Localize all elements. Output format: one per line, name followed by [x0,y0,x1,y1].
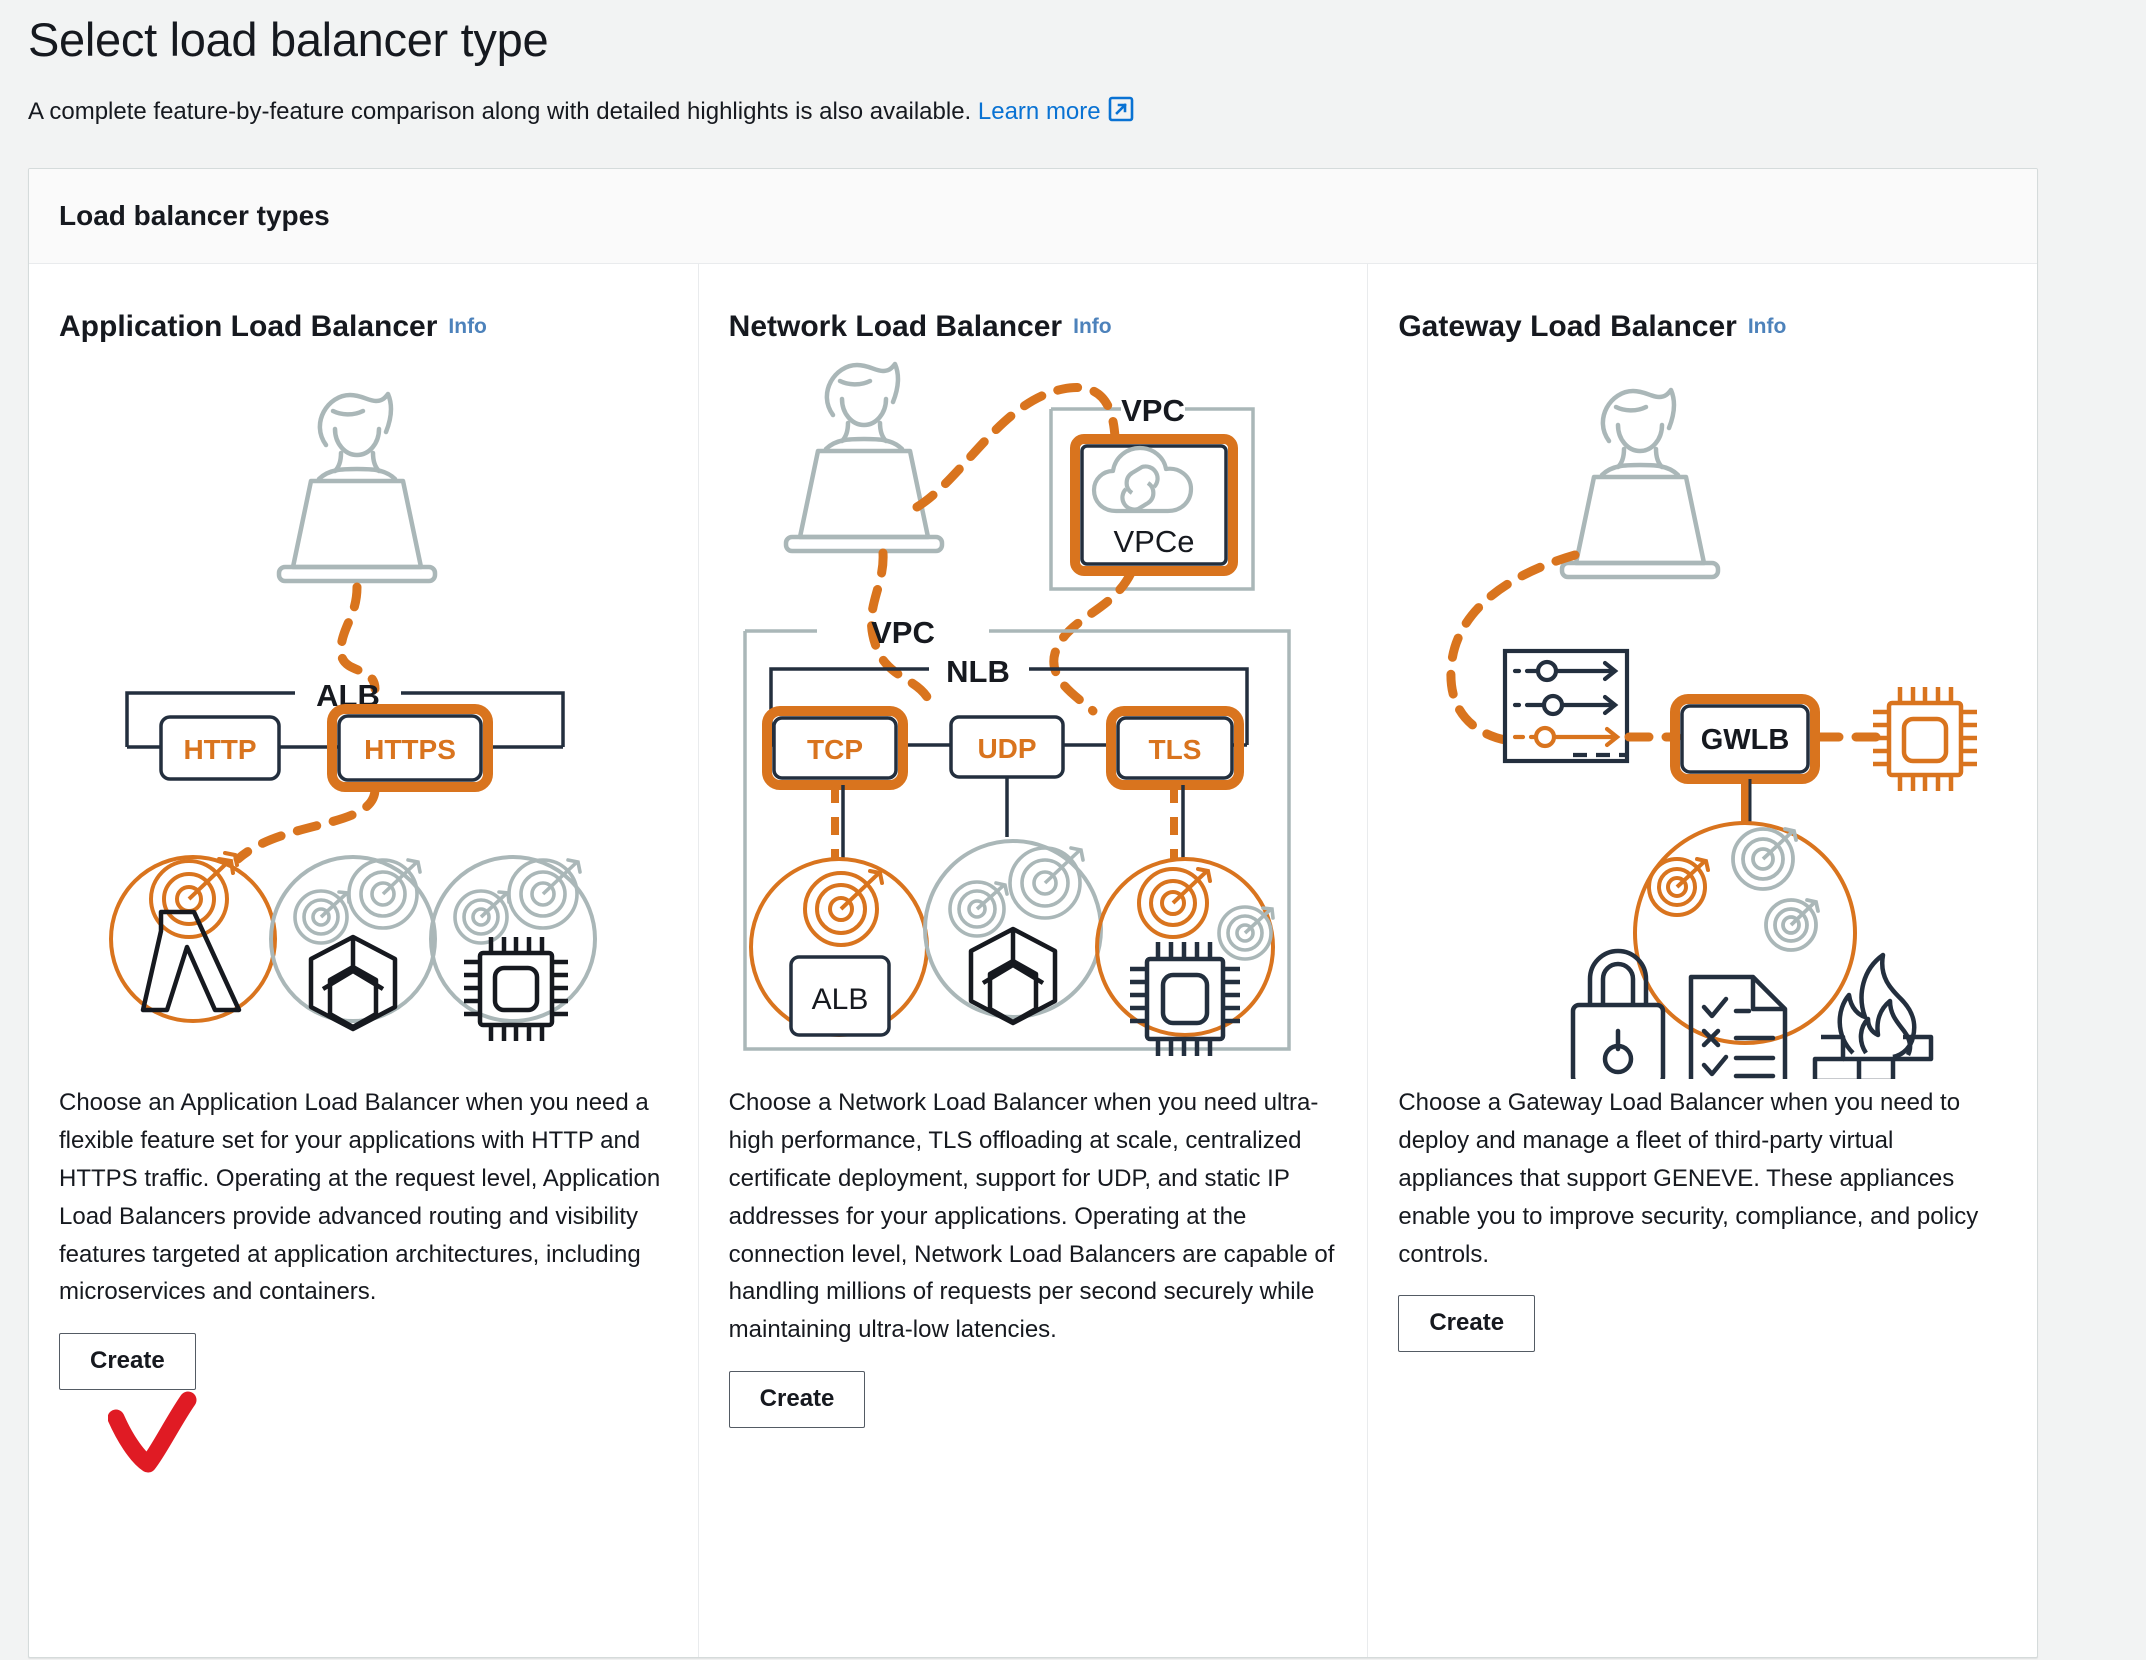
ec2-chip-icon [464,936,569,1041]
alb-create-button[interactable]: Create [59,1333,196,1390]
lambda-icon [141,909,242,1013]
target-arrow-icon [1646,856,1710,917]
alb-flow-https-to-target [233,784,380,864]
nlb-protocol-tcp-label: TCP [807,734,863,765]
nlb-target-alb-label: ALB [812,983,869,1016]
page-subtitle-text: A complete feature-by-feature comparison… [28,97,972,125]
column-gateway-load-balancer: Gateway Load Balancer Info [1367,263,2037,1657]
user-laptop-icon [783,361,945,554]
gwlb-appliance-group [1632,820,1857,1045]
alb-heading-label: Application Load Balancer [59,309,438,343]
ec2-chip-icon [1130,941,1240,1056]
gwlb-info-link[interactable]: Info [1747,314,1787,338]
alb-flow-client-to-https [336,582,380,694]
user-laptop-icon [1559,387,1720,580]
container-icon [309,934,398,1032]
target-arrow-icon [347,858,423,930]
nlb-target-group-containers [923,838,1103,1026]
column-network-load-balancer: Network Load Balancer Info [697,263,1368,1657]
nlb-vpce-box: VPCe [1070,433,1238,576]
target-arrow-icon [293,889,352,945]
alb-diagram: ALB HTTP [59,354,668,1084]
gwlb-description: Choose a Gateway Load Balancer when you … [1398,1088,1979,1268]
route-table-icon [1502,648,1629,763]
gwlb-box-label: GWLB [1700,724,1789,756]
user-laptop-icon [277,391,438,584]
nlb-description: Choose a Network Load Balancer when you … [728,1088,1335,1344]
page-subtitle: A complete feature-by-feature comparison… [28,66,2118,130]
nlb-vpc-label: VPC [871,615,935,650]
nlb-vpce-label: VPCe [1114,524,1195,559]
nlb-protocol-tls-label: TLS [1149,734,1202,765]
nlb-heading: Network Load Balancer Info [729,310,1338,344]
alb-diagram-svg: ALB HTTP [109,391,598,1041]
column-application-load-balancer: Application Load Balancer Info [29,264,698,1657]
target-arrow-icon [803,868,884,947]
target-arrow-icon [1137,866,1212,939]
nlb-protocol-tcp: TCP [762,705,908,790]
alb-info-link[interactable]: Info [448,314,487,338]
gwlb-diagram: GWLB [1398,354,2007,1084]
load-balancer-types-card: Load balancer types Application Load Bal… [28,167,2038,1658]
alb-heading: Application Load Balancer Info [59,310,668,344]
nlb-flow-client-to-tcp [866,548,938,716]
nlb-protocol-udp: UDP [949,715,1065,779]
lock-icon [1570,948,1665,1079]
alb-description: Choose an Application Load Balancer when… [59,1088,661,1306]
alb-protocol-https-label: HTTPS [364,734,456,765]
firewall-icon [1812,952,1933,1079]
learn-more-label: Learn more [977,97,1101,125]
learn-more-link[interactable]: Learn more [978,98,1101,125]
alb-target-group-lambda [109,850,278,1023]
container-icon [968,926,1058,1026]
nlb-target-group-ec2 [1095,856,1275,1056]
gwlb-diagram-svg: GWLB [1446,387,1977,1079]
policy-checklist-icon [1688,974,1787,1079]
target-arrow-icon [1217,905,1275,961]
target-arrow-icon [1008,846,1085,920]
alb-protocol-http-label: HTTP [184,734,257,765]
nlb-diagram: VPC VPCe [729,354,1338,1084]
nlb-protocol-udp-label: UDP [977,733,1036,764]
alb-protocol-https: HTTPS [327,703,494,792]
nlb-group-label: NLB [946,654,1010,689]
nlb-create-button[interactable]: Create [728,1371,866,1428]
page-title: Select load balancer type [28,13,549,66]
target-arrow-icon [948,880,1009,938]
nlb-heading-label: Network Load Balancer [728,309,1063,343]
target-arrow-icon [149,850,240,939]
alb-box-icon [789,955,891,1037]
gwlb-flow-client-to-routes [1446,550,1580,746]
alb-target-group-containers [269,854,438,1032]
alb-protocol-http: HTTP [159,715,282,781]
target-arrow-icon [507,858,583,930]
nlb-flow-vpce-to-tls [1049,568,1136,716]
vpc-endpoint-cloud-icon [1091,445,1194,513]
alb-target-group-ec2 [429,854,598,1041]
nlb-diagram-svg: VPC VPCe [743,361,1291,1056]
alb-group-bracket [125,691,566,747]
external-link-icon [1108,96,1134,130]
target-arrow-icon [1763,897,1820,952]
load-balancer-columns: Application Load Balancer Info [29,263,2037,1657]
gwlb-heading-label: Gateway Load Balancer [1398,309,1737,343]
target-arrow-icon [453,889,512,945]
nlb-vpce-outer-label: VPC [1121,393,1185,428]
ec2-chip-icon [1872,686,1977,791]
nlb-vpc-box [743,629,1291,1051]
gwlb-box: GWLB [1669,693,1820,784]
nlb-info-link[interactable]: Info [1073,314,1112,338]
nlb-flow-client-to-vpce [912,382,1120,512]
card-title: Load balancer types [59,199,330,231]
card-header: Load balancer types [29,168,2037,264]
nlb-protocol-tls: TLS [1106,705,1244,790]
nlb-target-group-alb: ALB [749,856,929,1037]
gwlb-heading: Gateway Load Balancer Info [1398,310,2007,344]
gwlb-create-button[interactable]: Create [1398,1295,1536,1352]
target-arrow-icon [1730,826,1798,891]
